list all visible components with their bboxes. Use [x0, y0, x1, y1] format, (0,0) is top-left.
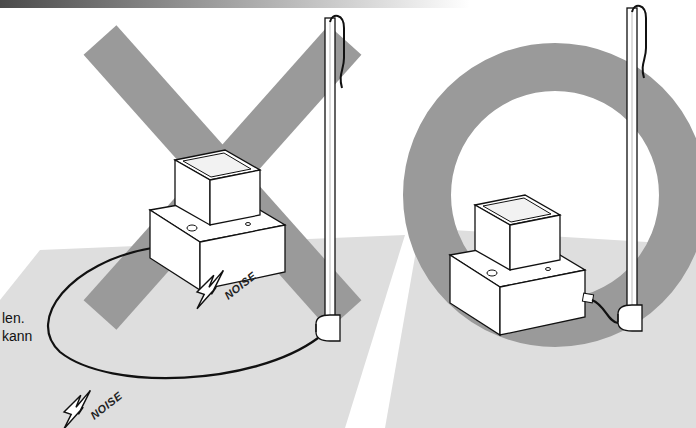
lightning-bolt	[197, 270, 223, 308]
noise-label: NOISE	[88, 389, 124, 421]
lightning-bolt	[64, 390, 90, 428]
noise-label: NOISE	[222, 269, 258, 301]
antenna-pole	[316, 16, 344, 341]
note-text: len.	[2, 310, 25, 326]
antenna-pole	[618, 6, 646, 331]
header-bar	[0, 0, 470, 8]
short-cable	[592, 300, 618, 323]
wrong-cross	[100, 40, 345, 315]
note-text: kann	[2, 328, 32, 344]
cable-plug	[582, 293, 593, 303]
charger	[150, 150, 285, 290]
charger	[450, 195, 585, 335]
